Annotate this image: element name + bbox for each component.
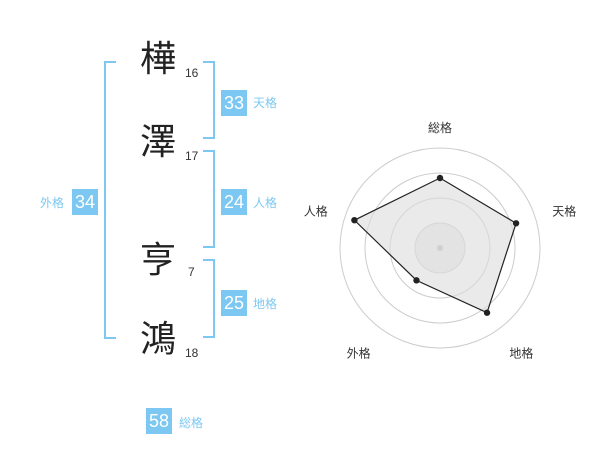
radar-axis-label-5: 人格 bbox=[304, 204, 328, 219]
chikaku-value: 25 bbox=[221, 290, 247, 316]
jinkaku-label: 人格 bbox=[253, 196, 278, 210]
radar-point-2 bbox=[512, 220, 520, 227]
stroke-count-3: 7 bbox=[188, 265, 195, 279]
radar-axis-label-4: 外格 bbox=[347, 345, 371, 360]
name-char-3: 亨 bbox=[140, 240, 177, 281]
radar-point-3 bbox=[483, 309, 491, 316]
soukaku-label: 総格 bbox=[179, 416, 204, 430]
gaikaku-value: 34 bbox=[72, 189, 98, 215]
chikaku-bracket bbox=[203, 259, 215, 338]
radar-point-4 bbox=[413, 277, 420, 284]
jinkaku-bracket bbox=[203, 150, 215, 248]
stroke-count-4: 18 bbox=[185, 346, 199, 360]
radar-axis-label-1: 総格 bbox=[428, 120, 452, 135]
gaikaku-label: 外格 bbox=[40, 196, 65, 210]
gaikaku-bracket bbox=[104, 61, 116, 339]
radar-grid-ring bbox=[339, 147, 541, 349]
chikaku-label: 地格 bbox=[253, 297, 278, 311]
radar-point-1 bbox=[436, 174, 444, 182]
radar-series-area bbox=[353, 177, 517, 314]
tenkaku-bracket bbox=[203, 61, 215, 139]
jinkaku-value: 24 bbox=[221, 189, 247, 215]
name-char-2: 澤 bbox=[140, 122, 177, 163]
soukaku-value: 58 bbox=[146, 408, 172, 434]
radar-axis-label-2: 天格 bbox=[552, 204, 576, 219]
radar-axis-label-3: 地格 bbox=[509, 345, 533, 360]
tenkaku-value: 33 bbox=[221, 90, 247, 116]
name-char-4: 鴻 bbox=[140, 319, 177, 360]
radar-point-5 bbox=[351, 216, 358, 224]
tenkaku-label: 天格 bbox=[253, 96, 278, 110]
radar-grid-ring bbox=[364, 172, 516, 324]
name-char-1: 樺 bbox=[140, 39, 177, 80]
stroke-count-1: 16 bbox=[185, 66, 199, 80]
stroke-count-2: 17 bbox=[185, 149, 199, 163]
